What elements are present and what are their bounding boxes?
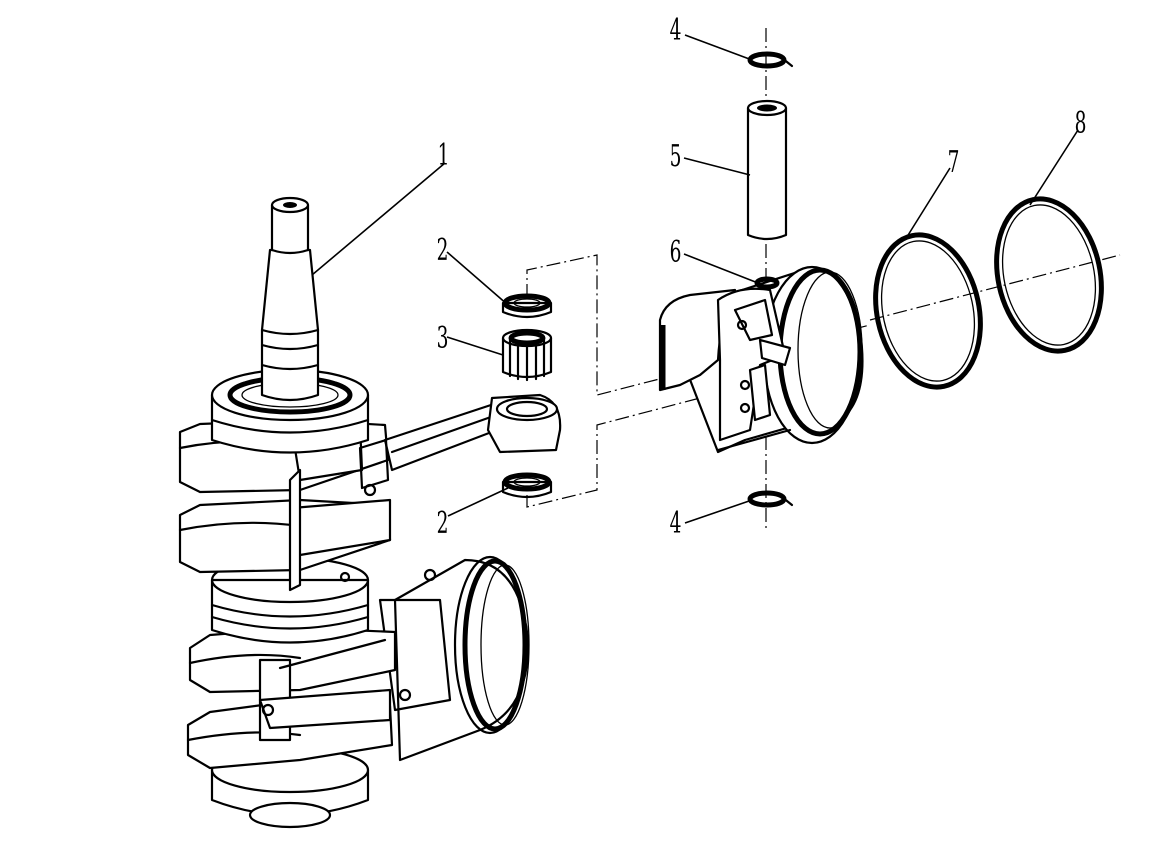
lower-piston xyxy=(378,555,530,762)
callout-7: 7 xyxy=(948,144,960,179)
callout-5: 5 xyxy=(670,138,682,173)
callout-4-lower: 4 xyxy=(670,505,682,540)
upper-thrust-washer xyxy=(501,293,553,319)
piston-ring-lower-8 xyxy=(994,196,1104,354)
lower-circlip xyxy=(747,490,794,508)
lower-crank-webs xyxy=(186,626,397,770)
callout-6: 6 xyxy=(670,234,682,269)
piston xyxy=(658,265,864,454)
piston-pin-parts xyxy=(746,51,794,508)
callout-4-upper: 4 xyxy=(670,12,682,47)
crankshaft-assembly xyxy=(178,196,562,829)
middle-journal xyxy=(210,556,370,644)
piston-pin xyxy=(746,99,788,241)
lower-thrust-washer xyxy=(501,472,553,499)
connecting-rod xyxy=(358,393,562,490)
callout-3: 3 xyxy=(437,320,449,355)
small-end-parts xyxy=(501,293,553,499)
callout-1: 1 xyxy=(438,137,450,172)
leader-lines xyxy=(311,34,1079,524)
callout-2-upper: 2 xyxy=(437,232,449,267)
callout-labels: 1 2 2 3 4 4 5 6 7 8 xyxy=(437,12,1087,540)
crankshaft-shaft xyxy=(260,196,320,402)
callout-2-lower: 2 xyxy=(437,505,449,540)
needle-bearing xyxy=(501,328,553,382)
upper-circlip xyxy=(747,51,794,69)
piston-ring-upper-7 xyxy=(873,232,983,390)
callout-8: 8 xyxy=(1075,105,1087,140)
